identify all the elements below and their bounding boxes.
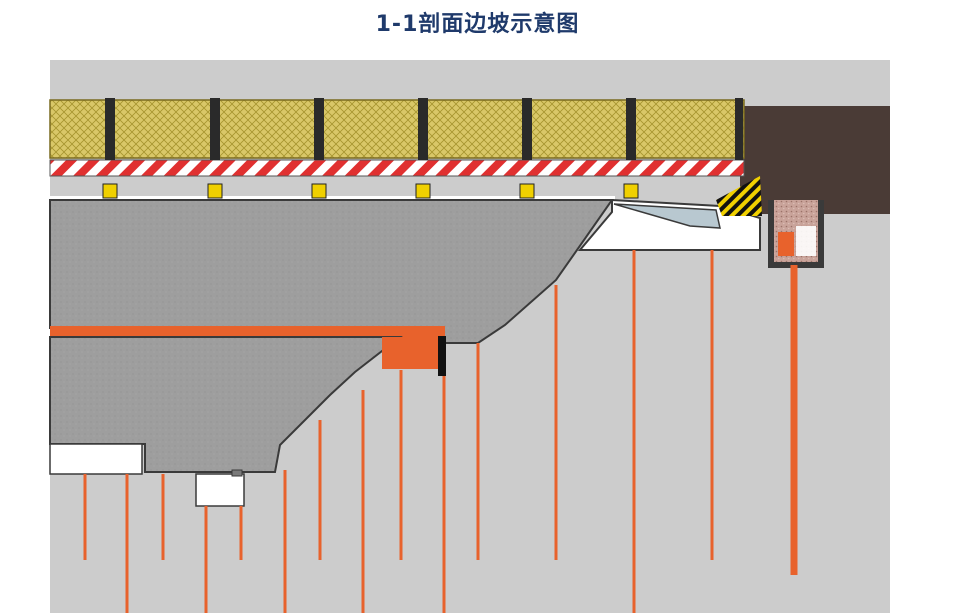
- mid-orange-layer: [50, 326, 445, 337]
- hazard-stripe: [49, 159, 745, 177]
- fence-post-bases: [102, 183, 639, 199]
- drain-box-bottom: [195, 473, 245, 507]
- drain-channel-top: [613, 203, 721, 229]
- retaining-post: [438, 336, 446, 376]
- ground-surface: [740, 106, 890, 214]
- pile-group: [83, 250, 798, 613]
- hazard-wedge: [716, 176, 762, 216]
- lower-slab: [49, 443, 143, 475]
- fence-posts: [105, 98, 743, 160]
- fence-system: [49, 98, 745, 199]
- mid-orange-block: [382, 337, 442, 369]
- diagram-title: 1-1剖面边坡示意图: [375, 12, 580, 37]
- fence-mesh: [49, 99, 745, 159]
